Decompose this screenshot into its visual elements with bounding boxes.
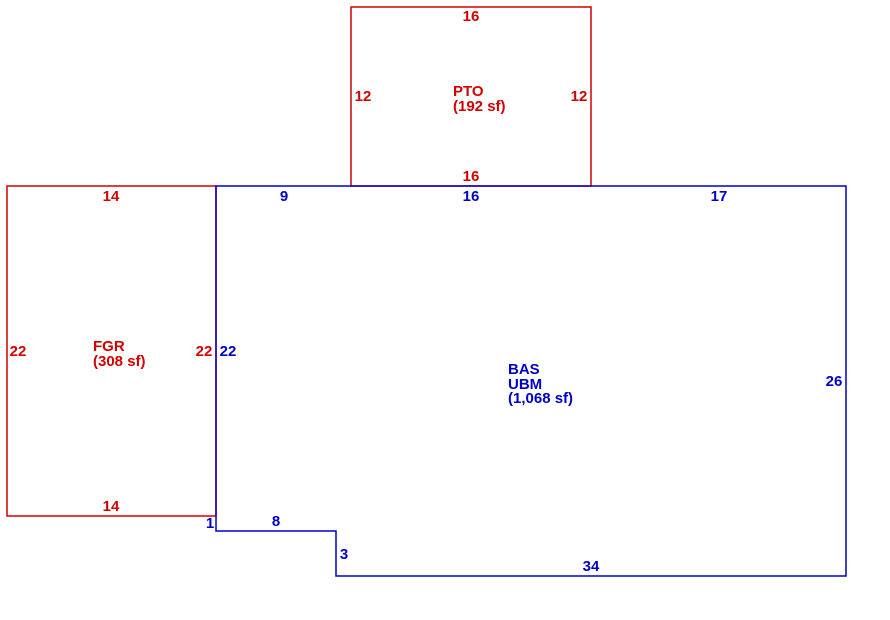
bas-area-label: (1,068 sf) xyxy=(508,390,573,407)
pto-area-label: (192 sf) xyxy=(453,98,506,115)
bas-dim-right: 26 xyxy=(826,373,843,390)
bas-dim-notch-h: 8 xyxy=(272,513,280,530)
pto-dim-left: 12 xyxy=(355,88,372,105)
pto-dim-bottom: 16 xyxy=(463,168,480,185)
bas-code2-label: UBM xyxy=(508,376,542,393)
fgr-dim-right: 22 xyxy=(196,343,213,360)
bas-dim-top-mid: 16 xyxy=(463,188,480,205)
fgr-dim-bottom: 14 xyxy=(103,498,120,515)
fgr-code-label: FGR xyxy=(93,338,125,355)
fgr-dim-left: 22 xyxy=(10,343,27,360)
fgr-area-label: (308 sf) xyxy=(93,353,146,370)
bas-dim-step-v: 3 xyxy=(340,546,348,563)
bas-dim-notch-v: 1 xyxy=(206,515,214,532)
bas-outline xyxy=(215,185,847,577)
bas-dim-top-left: 9 xyxy=(280,188,288,205)
pto-dim-right: 12 xyxy=(571,88,588,105)
pto-dim-top: 16 xyxy=(463,8,480,25)
bas-dim-bottom: 34 xyxy=(583,558,600,575)
fgr-dim-top: 14 xyxy=(103,188,120,205)
bas-dim-top-right: 17 xyxy=(711,188,728,205)
pto-code-label: PTO xyxy=(453,83,484,100)
bas-code-label: BAS xyxy=(508,361,540,378)
bas-dim-left: 22 xyxy=(220,343,237,360)
